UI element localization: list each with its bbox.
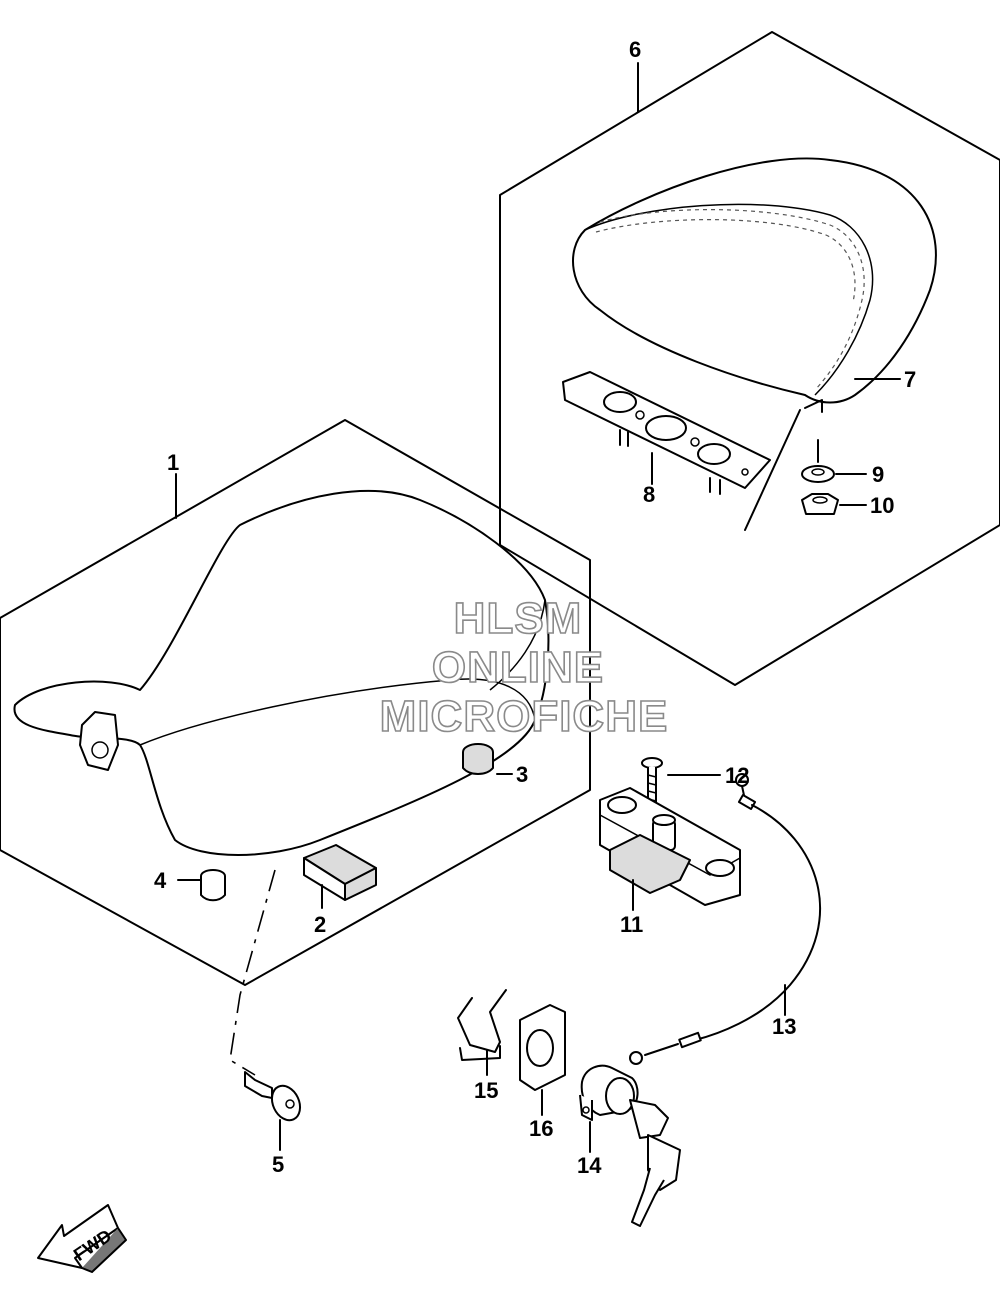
fwd-arrow-icon: FWD <box>37 1204 127 1273</box>
damper-part-3 <box>462 743 494 775</box>
bolt-part-5 <box>244 1071 302 1122</box>
callout-11: 11 <box>620 912 643 937</box>
key-cylinder-part-14 <box>579 1064 681 1227</box>
callout-14: 14 <box>577 1153 602 1178</box>
callout-3: 3 <box>516 762 528 787</box>
callout-13: 13 <box>772 1014 796 1039</box>
callout-15: 15 <box>474 1078 498 1103</box>
nut-part <box>801 493 839 515</box>
callout-16: 16 <box>529 1116 553 1141</box>
front-seat-group-outline <box>0 419 591 986</box>
cable-part-13 <box>629 773 822 1065</box>
callout-1: 1 <box>167 450 179 475</box>
pad-part-2 <box>303 844 377 901</box>
watermark: HLSM ONLINE MICROFICHE <box>379 593 669 742</box>
front-seat-part <box>13 489 550 856</box>
callout-4: 4 <box>154 868 167 893</box>
plate-part-16 <box>519 1004 566 1091</box>
callout-10: 10 <box>870 493 894 518</box>
spring-clip-part-15 <box>457 989 507 1061</box>
callout-5: 5 <box>272 1152 284 1177</box>
watermark-line-1: HLSM <box>454 594 583 643</box>
leader-lines <box>175 62 901 1153</box>
callout-7: 7 <box>904 367 916 392</box>
cushion-part-4 <box>200 869 226 902</box>
callout-12: 12 <box>725 763 749 788</box>
washer-part <box>801 465 835 483</box>
watermark-line-3: MICROFICHE <box>380 692 669 741</box>
callout-9: 9 <box>872 462 884 487</box>
callout-2: 2 <box>314 912 326 937</box>
rear-bracket-part <box>562 371 771 495</box>
rear-seat-part <box>572 157 937 404</box>
lock-bracket-part <box>599 787 741 906</box>
callout-6: 6 <box>629 37 641 62</box>
watermark-line-2: ONLINE <box>432 643 604 692</box>
seat-hook-leader <box>229 869 276 1076</box>
callout-8: 8 <box>643 482 655 507</box>
